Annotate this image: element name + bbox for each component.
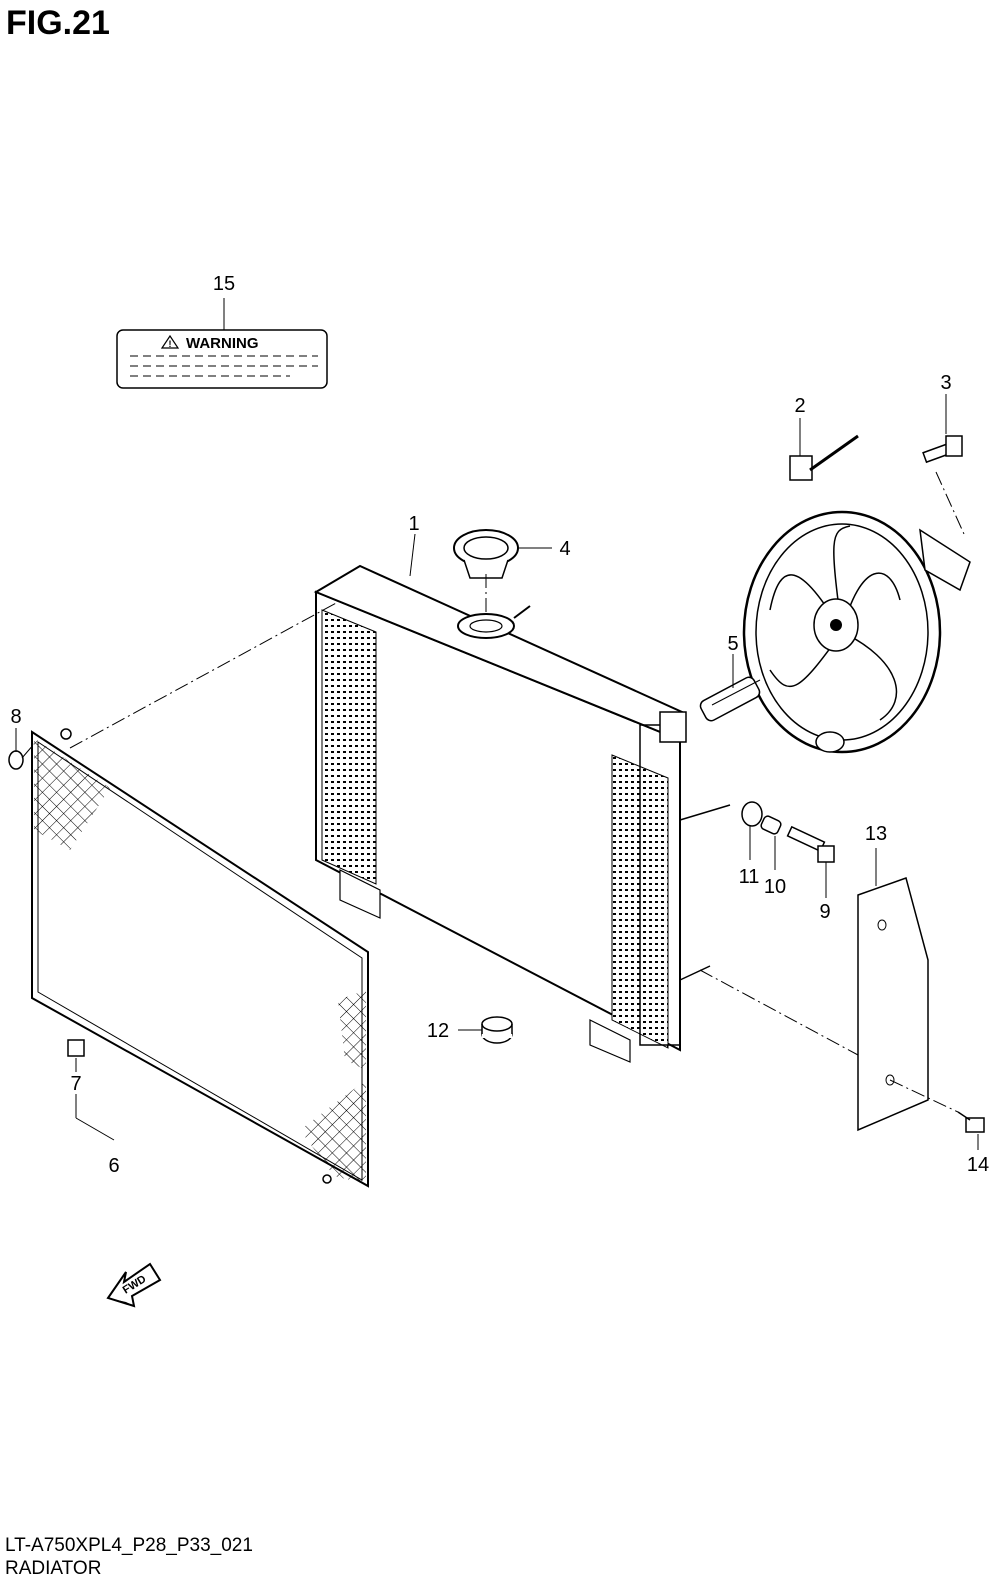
figure-name: RADIATOR (5, 1558, 102, 1579)
callout-1: 1 (408, 513, 419, 535)
leader-lines (15, 298, 979, 1150)
bolt-3-part (922, 435, 963, 464)
clip-7-part (67, 1039, 85, 1057)
forward-arrow-icon: FWD (106, 1262, 162, 1308)
warning-label-text: WARNING (186, 335, 259, 352)
bolt-9-part (786, 825, 835, 863)
callout-15: 15 (213, 273, 235, 295)
radiator-core-part (313, 564, 731, 1063)
callout-2: 2 (794, 395, 805, 417)
clip-14-part (957, 1111, 985, 1133)
figure-title: FIG.21 (6, 4, 110, 42)
callout-9: 9 (819, 901, 830, 923)
svg-text:!: ! (169, 339, 172, 349)
assembly-lines (21, 471, 965, 1113)
grommet-11-part (741, 801, 763, 827)
figure-code: LT-A750XPL4_P28_P33_021 (5, 1535, 253, 1556)
callout-5: 5 (727, 633, 738, 655)
grommet-12-part (481, 1016, 513, 1044)
callout-10: 10 (764, 876, 786, 898)
callout-14: 14 (967, 1154, 989, 1176)
callout-3: 3 (940, 372, 951, 394)
warning-label-part: ! WARNING (116, 329, 328, 389)
callout-12: 12 (427, 1020, 449, 1042)
callout-8: 8 (10, 706, 21, 728)
callout-11: 11 (739, 866, 760, 888)
fan-connector-part (699, 676, 761, 722)
callout-4: 4 (559, 538, 570, 560)
callout-labels: 1 2 3 4 5 6 7 8 9 10 11 12 13 14 15 (10, 273, 989, 1177)
callout-6: 6 (108, 1155, 119, 1177)
shield-13-part (857, 877, 929, 1132)
callout-13: 13 (865, 823, 887, 845)
cooling-fan-part (742, 434, 971, 754)
callout-7: 7 (70, 1073, 81, 1095)
collar-10-part (760, 815, 782, 835)
radiator-screen-part (31, 728, 369, 1188)
bolt-8-part (8, 750, 24, 770)
radiator-cap-part (453, 529, 519, 579)
